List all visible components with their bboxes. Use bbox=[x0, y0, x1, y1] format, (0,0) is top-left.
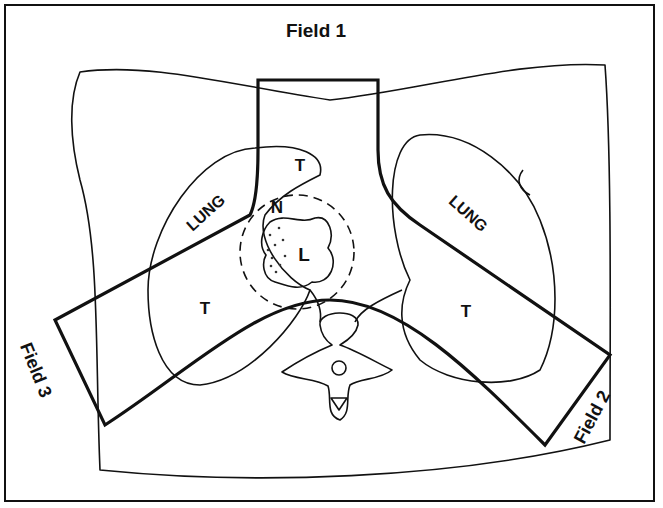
tumor-stipple bbox=[267, 227, 287, 274]
radiation-fields bbox=[55, 80, 610, 445]
spinous-marker bbox=[331, 398, 347, 410]
field-label: Field 2 bbox=[571, 388, 614, 447]
stipple-dot bbox=[279, 264, 282, 267]
tissue-label: T bbox=[461, 303, 471, 320]
stipple-dot bbox=[270, 265, 273, 268]
organ-label: LUNG bbox=[446, 193, 490, 235]
lung-fissure bbox=[519, 170, 530, 195]
stipple-dot bbox=[275, 271, 278, 274]
spinal-canal bbox=[332, 361, 346, 375]
stipple-dot bbox=[269, 234, 272, 237]
left-lung bbox=[148, 147, 321, 385]
body-outline bbox=[72, 64, 611, 477]
tumor bbox=[262, 218, 334, 287]
vertebra bbox=[282, 313, 392, 420]
organ-label: LUNG bbox=[184, 192, 228, 234]
field-label: Field 3 bbox=[17, 340, 55, 400]
stipple-dot bbox=[278, 227, 281, 230]
stipple-dot bbox=[282, 239, 285, 242]
lesion-label: L bbox=[298, 245, 310, 264]
tissue-label: T bbox=[200, 300, 210, 317]
margin-circle bbox=[240, 195, 354, 309]
stipple-dot bbox=[267, 249, 270, 252]
right-lung bbox=[392, 135, 555, 383]
stipple-dot bbox=[274, 244, 277, 247]
stipple-dot bbox=[271, 257, 274, 260]
tissue-label: T bbox=[295, 157, 305, 174]
field-label: Field 1 bbox=[286, 21, 346, 40]
stipple-dot bbox=[284, 255, 287, 258]
node-label: N bbox=[271, 199, 283, 216]
